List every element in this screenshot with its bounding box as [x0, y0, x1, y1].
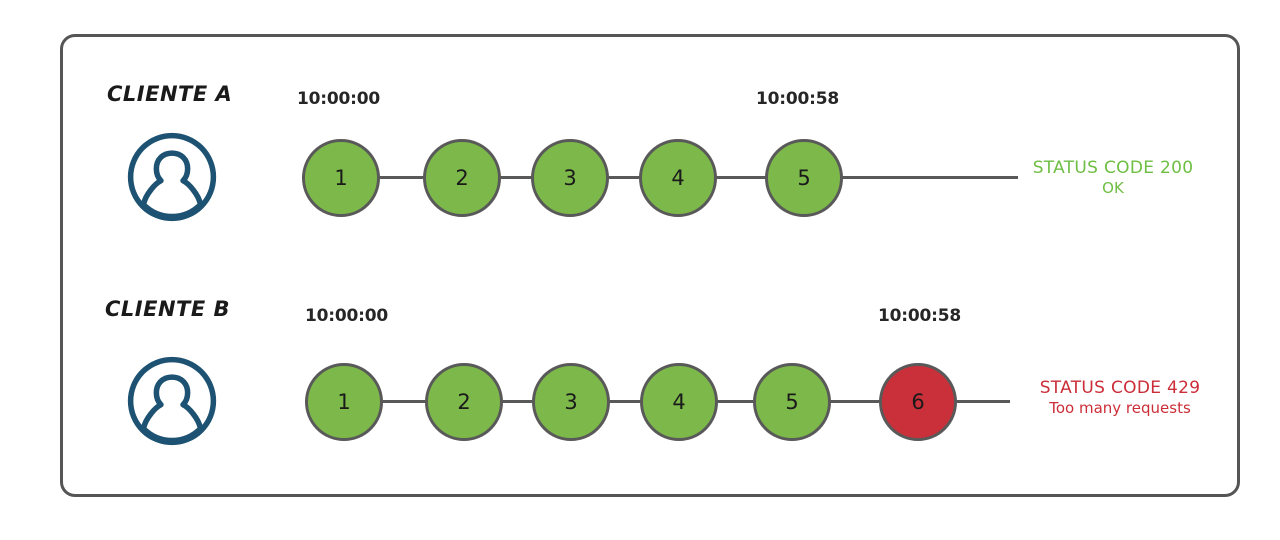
request-node-label: 5 [785, 390, 799, 414]
status-badge-b: STATUS CODE 429 Too many requests [1022, 378, 1218, 418]
request-node[interactable]: 3 [531, 139, 609, 217]
request-node[interactable]: 1 [302, 139, 380, 217]
request-node-label: 3 [564, 390, 578, 414]
request-node[interactable]: 2 [423, 139, 501, 217]
status-badge-a: STATUS CODE 200 OK [1028, 158, 1198, 198]
request-node-label: 2 [457, 390, 471, 414]
status-message-text: OK [1102, 179, 1124, 198]
user-avatar-icon [126, 355, 218, 447]
request-node-label: 1 [337, 390, 351, 414]
request-node-label: 1 [334, 166, 348, 190]
request-node-rate-limited[interactable]: 6 [879, 363, 957, 441]
timestamp-end-b: 10:00:58 [878, 306, 961, 326]
timestamp-end-a: 10:00:58 [756, 89, 839, 109]
timestamp-start-b: 10:00:00 [305, 306, 388, 326]
request-node-label: 4 [672, 390, 686, 414]
request-node[interactable]: 2 [425, 363, 503, 441]
client-label-b: CLIENTE B [105, 297, 231, 321]
request-node-label: 3 [563, 166, 577, 190]
user-avatar-icon [126, 131, 218, 223]
status-code-text: STATUS CODE 200 [1032, 158, 1194, 178]
request-node[interactable]: 4 [639, 139, 717, 217]
client-label-a: CLIENTE A [107, 82, 233, 106]
request-node[interactable]: 3 [532, 363, 610, 441]
status-message-text: Too many requests [1049, 399, 1191, 418]
request-node[interactable]: 4 [640, 363, 718, 441]
request-node-label: 5 [797, 166, 811, 190]
request-node[interactable]: 1 [305, 363, 383, 441]
status-code-text: STATUS CODE 429 [1039, 378, 1201, 398]
request-node-label: 4 [671, 166, 685, 190]
request-node-label: 6 [911, 390, 925, 414]
request-node[interactable]: 5 [765, 139, 843, 217]
timestamp-start-a: 10:00:00 [297, 89, 380, 109]
request-node[interactable]: 5 [753, 363, 831, 441]
request-node-label: 2 [455, 166, 469, 190]
